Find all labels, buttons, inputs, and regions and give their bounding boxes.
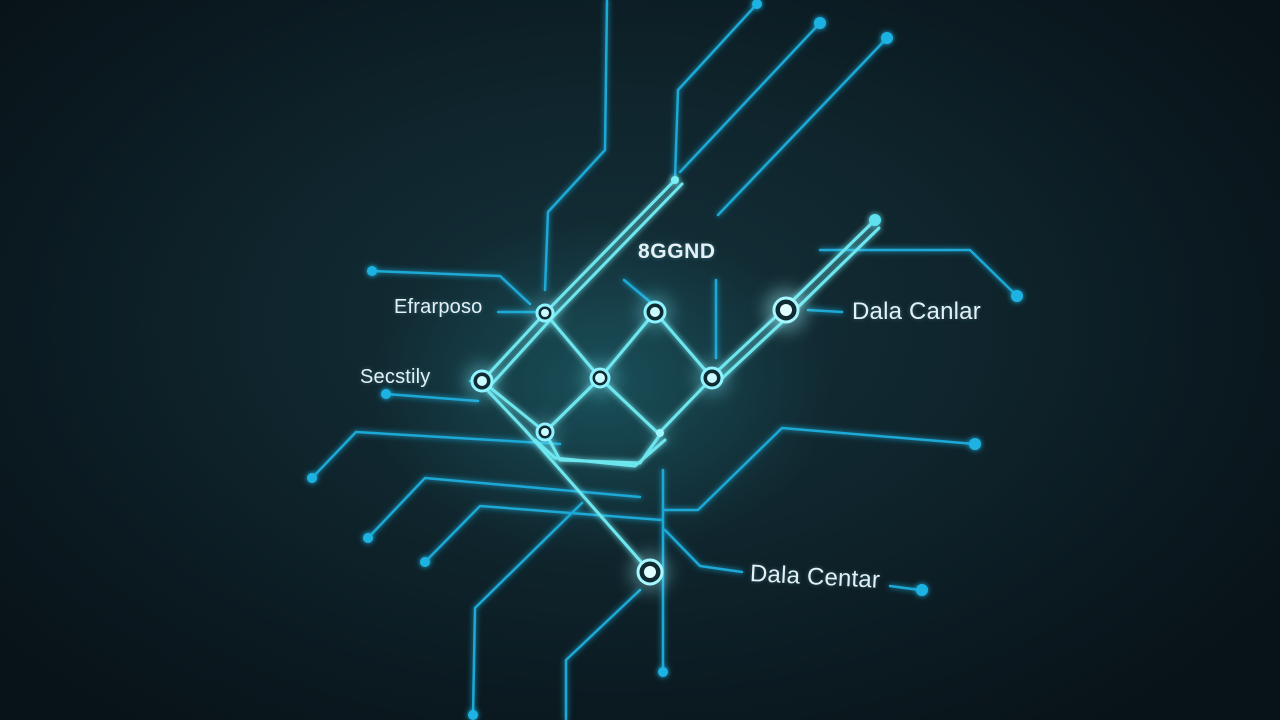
endpoint-dot [1011, 290, 1023, 302]
label-right-upper: Dala Canlar [852, 298, 981, 325]
connector-left-far-2 [366, 476, 642, 540]
connector-right-bottom-label [663, 528, 744, 574]
endpoint-dot [367, 266, 377, 276]
endpoint-dots [307, 0, 1023, 720]
label-left-lower: Secstily [360, 366, 431, 388]
connector-right-upper-tick [806, 308, 844, 314]
endpoint-dot [363, 533, 373, 543]
glowing-nodes [466, 290, 806, 590]
node-right-center [696, 362, 728, 394]
connector-top-left-vertical [543, 0, 609, 292]
connector-bottom-center [564, 588, 642, 720]
endpoint-dot [381, 389, 391, 399]
label-top: 8GGND [638, 240, 716, 263]
connector-top-to-node-887 [716, 36, 889, 217]
node-lower-right [652, 425, 668, 441]
node-left-lower [466, 365, 498, 397]
connector-bottom-left [471, 501, 584, 717]
connector-right-upper-label [818, 248, 1019, 298]
connector-top-to-node-760 [673, 2, 759, 180]
endpoint-dot [916, 584, 928, 596]
node-center [584, 362, 616, 394]
connector-top-to-node-820 [678, 21, 822, 174]
connector-right-lower [661, 426, 977, 512]
node-left-upper [531, 299, 559, 327]
endpoint-dot [307, 473, 317, 483]
node-center-top [639, 296, 671, 328]
endpoint-dot [969, 438, 981, 450]
connector-left-far-1 [310, 430, 562, 480]
endpoint-dot [420, 557, 430, 567]
node-bottom [632, 554, 668, 590]
connector-left-lower-branch [384, 392, 480, 403]
edge-node482-to-650 [485, 388, 652, 574]
connector-right-bottom-tick [888, 584, 922, 592]
endpoint-dot [671, 176, 679, 184]
label-left-upper: Efrarposo [394, 296, 483, 318]
node-lower-left [533, 420, 557, 444]
endpoint-dot [752, 0, 762, 9]
endpoint-dot [814, 17, 826, 29]
edge-node545-to-bottom-wide [533, 438, 667, 468]
endpoint-dot [869, 214, 881, 226]
connector-left-upper-label [370, 269, 532, 306]
endpoint-dot [881, 32, 893, 44]
node-right-upper [766, 290, 806, 330]
endpoint-dot [468, 710, 478, 720]
endpoint-dot [658, 667, 668, 677]
